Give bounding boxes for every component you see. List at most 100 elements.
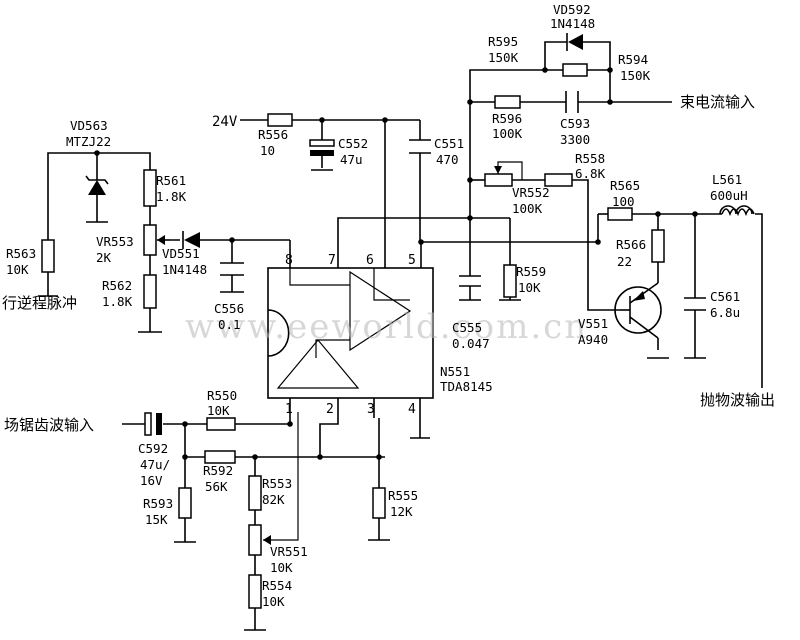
pin-3: 3 [367, 402, 375, 417]
r554-ref: R554 [262, 578, 292, 593]
watermark: www.eeworld.com.cn [185, 307, 588, 347]
r563-ref: R563 [6, 246, 36, 261]
diodes [85, 33, 583, 249]
r562-ref: R562 [102, 278, 132, 293]
r593-body [178, 487, 192, 519]
c552-ref: C552 [338, 136, 368, 151]
vd551-value: 1N4148 [162, 262, 207, 277]
capacitors [144, 91, 706, 436]
label-field-sawtooth: 场锯齿波输入 [4, 416, 94, 434]
vr553-value: 2K [96, 250, 112, 265]
r559-body [503, 264, 517, 298]
r565-body [607, 207, 633, 221]
r556-body [267, 113, 293, 127]
r566-ref: R566 [616, 237, 646, 252]
l561-ref: L561 [712, 172, 742, 187]
r554-value: 10K [262, 594, 285, 609]
vd563-ref: VD563 [70, 118, 108, 133]
vd592-ref: VD592 [553, 2, 591, 17]
r556-value: 10 [260, 143, 275, 158]
pin-6: 6 [366, 253, 374, 268]
c551-value: 470 [436, 152, 459, 167]
c593-value: 3300 [560, 132, 590, 147]
c592-value: 47u/ [140, 457, 170, 472]
r555-value: 12K [390, 504, 413, 519]
r550-ref: R550 [207, 388, 237, 403]
r592-body [204, 450, 236, 464]
vr552-ref: VR552 [512, 185, 550, 200]
r555-body [372, 487, 386, 519]
r553-ref: R553 [262, 476, 292, 491]
transistor-v551 [614, 282, 662, 339]
r550-body [206, 417, 236, 431]
junction-dots [94, 67, 698, 460]
r594-ref: R594 [618, 52, 648, 67]
r566-body [651, 229, 665, 263]
r566-value: 22 [617, 254, 632, 269]
vr552-body [484, 173, 513, 187]
r594-body [562, 63, 588, 77]
r554-body [248, 574, 262, 609]
r593-ref: R593 [143, 496, 173, 511]
vr553-body [143, 224, 157, 256]
r558-value: 6.8K [575, 166, 606, 181]
r592-value: 56K [205, 479, 228, 494]
r594-value: 150K [620, 68, 651, 83]
vd592-value: 1N4148 [550, 16, 595, 31]
r562-body [143, 274, 157, 309]
text-labels: 行逆程脉冲 场锯齿波输入 束电流输入 抛物波输出 24V N551 TDA814… [2, 2, 775, 609]
vr551-body [248, 524, 262, 556]
vr551-value: 10K [270, 560, 293, 575]
ic-ref: N551 [440, 364, 470, 379]
label-parabola-out: 抛物波输出 [700, 391, 775, 409]
vr551-ref: VR551 [270, 544, 308, 559]
r595-ref: R595 [488, 34, 518, 49]
ic-n551: 8 7 6 5 1 2 3 4 [267, 253, 434, 417]
pin-2: 2 [326, 402, 334, 417]
pin-1: 1 [285, 402, 293, 417]
r561-value: 1.8K [156, 189, 187, 204]
pin-5: 5 [408, 253, 416, 268]
r556-ref: R556 [258, 127, 288, 142]
r558-body [544, 173, 573, 187]
wiper-arrows [157, 166, 502, 545]
v551-ref: V551 [578, 316, 608, 331]
r559-value: 10K [518, 280, 541, 295]
label-24v: 24V [212, 114, 238, 130]
r555-ref: R555 [388, 488, 418, 503]
vd563-value: MTZJ22 [66, 134, 111, 149]
c556-ref: C556 [214, 301, 244, 316]
r596-body [494, 95, 521, 109]
c555-value: 0.047 [452, 336, 490, 351]
pin-4: 4 [408, 402, 416, 417]
vd551-ref: VD551 [162, 246, 200, 261]
r596-value: 100K [492, 126, 523, 141]
r553-value: 82K [262, 492, 285, 507]
label-beam-current: 束电流输入 [680, 93, 755, 111]
r596-ref: R596 [492, 111, 522, 126]
r561-ref: R561 [156, 173, 186, 188]
r592-ref: R592 [203, 463, 233, 478]
r559-ref: R559 [516, 264, 546, 279]
r565-ref: R565 [610, 178, 640, 193]
c555-ref: C555 [452, 320, 482, 335]
r563-value: 10K [6, 262, 29, 277]
c592-value2: 16V [140, 473, 163, 488]
l561-value: 600uH [710, 188, 748, 203]
vr553-ref: VR553 [96, 234, 134, 249]
vr552-value: 100K [512, 201, 543, 216]
r595-value: 150K [488, 50, 519, 65]
c551-ref: C551 [434, 136, 464, 151]
r558-ref: R558 [575, 151, 605, 166]
r561-body [143, 169, 157, 207]
r562-value: 1.8K [102, 294, 133, 309]
wires [47, 41, 763, 630]
inductor-l561 [719, 205, 755, 217]
c561-ref: C561 [710, 289, 740, 304]
ground-symbols [38, 169, 706, 631]
v551-value: A940 [578, 332, 608, 347]
ic-part: TDA8145 [440, 379, 493, 394]
pin-7: 7 [328, 253, 336, 268]
r565-value: 100 [612, 194, 635, 209]
